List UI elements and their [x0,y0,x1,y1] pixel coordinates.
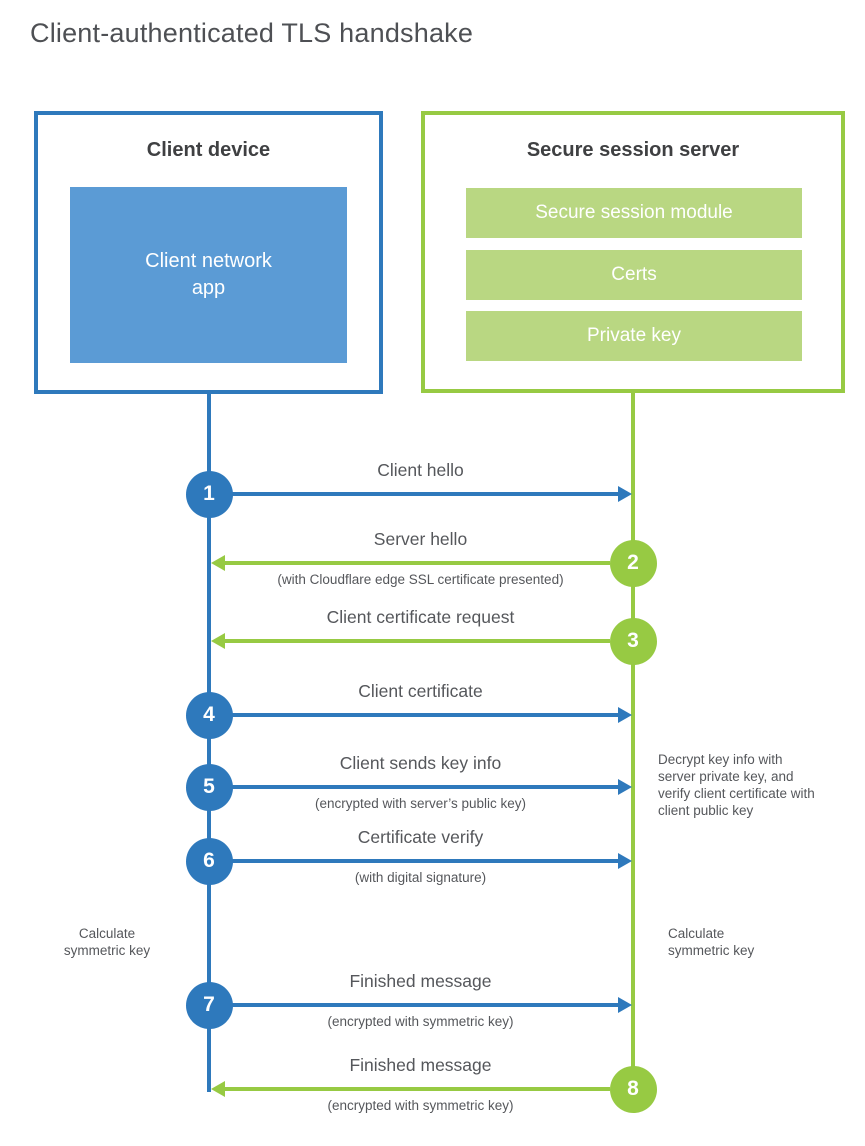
client-lifeline [207,394,211,1092]
step-1-arrow [232,492,618,496]
step-8-circle: 8 [609,1065,657,1113]
step-1-label: Client hello [377,460,464,480]
server-lifeline [631,393,635,1090]
calc-symmetric-key-right: Calculate symmetric key [668,926,755,958]
step-8-arrowhead [211,1080,225,1097]
step-6-sublabel: (with digital signature) [354,870,487,885]
secure-session-server-box: Secure session server Secure session mod… [421,111,845,393]
step-8-sublabel: (encrypted with symmetric key) [327,1098,514,1113]
page-title: Client-authenticated TLS handshake [30,18,474,48]
step-3-circle: 3 [609,617,657,665]
step-3-arrow [225,639,610,643]
step-2-arrow [225,561,610,565]
client-device-title: Client device [146,139,271,161]
step-7-arrow [232,1003,618,1007]
module-bar-certs: Certs [466,250,802,300]
step-2-circle: 2 [609,539,657,587]
step-2-label: Server hello [373,529,468,549]
calc-symmetric-key-left: Calculate symmetric key [63,926,151,958]
step-5-label: Client sends key info [339,753,502,773]
step-2-sublabel: (with Cloudflare edge SSL certificate pr… [277,572,564,587]
step-3-arrowhead [211,632,225,649]
step-6-arrow [232,859,618,863]
step-6-arrowhead [618,852,632,869]
step-4-arrow [232,713,618,717]
step-7-circle: 7 [185,981,233,1029]
step-2-arrowhead [211,554,225,571]
server-decrypt-note: Decrypt key info with server private key… [658,752,815,818]
step-7-arrowhead [618,996,632,1013]
module-bar-private-key: Private key [466,311,802,361]
module-bar-secure-session-module: Secure session module [466,188,802,238]
step-7-label: Finished message [349,971,492,991]
step-4-label: Client certificate [358,681,483,701]
step-6-circle: 6 [185,837,233,885]
step-6-label: Certificate verify [357,827,484,847]
client-network-app-label: Client network app [145,250,272,299]
step-1-arrowhead [618,485,632,502]
step-5-circle: 5 [185,763,233,811]
step-3-label: Client certificate request [326,607,515,627]
step-5-arrow [232,785,618,789]
step-8-arrow [225,1087,610,1091]
step-1-circle: 1 [185,470,233,518]
step-5-arrowhead [618,778,632,795]
step-7-sublabel: (encrypted with symmetric key) [327,1014,514,1029]
step-8-label: Finished message [349,1055,492,1075]
step-5-sublabel: (encrypted with server’s public key) [314,796,527,811]
step-4-arrowhead [618,706,632,723]
client-network-app-rect: Client network app [70,187,347,363]
step-4-circle: 4 [185,691,233,739]
secure-session-server-title: Secure session server [526,139,740,161]
client-device-box: Client device Client network app [34,111,383,394]
